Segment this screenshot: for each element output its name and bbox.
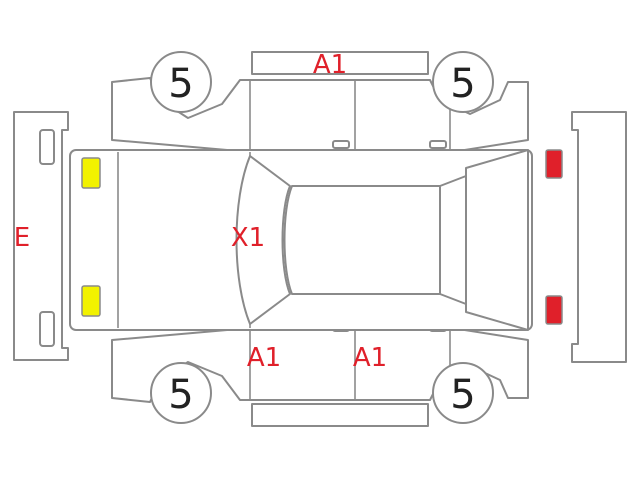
- right-door-strip: [251, 51, 429, 75]
- tire-rear-left: 5: [432, 362, 494, 424]
- tire-grade-rear-right: 5: [450, 61, 475, 107]
- tire-grade-front-right: 5: [168, 61, 193, 107]
- tire-rear-right: 5: [432, 51, 494, 113]
- tire-front-left: 5: [150, 362, 212, 424]
- code-rear-left-door: A1: [353, 343, 387, 373]
- code-hood: X1: [231, 223, 265, 253]
- tire-grade-rear-left: 5: [450, 372, 475, 418]
- code-front-bumper: E: [14, 223, 30, 253]
- front-bumper: [13, 111, 69, 361]
- front-lamp-lower: [81, 285, 101, 317]
- rear-lamp-lower: [545, 295, 563, 325]
- tire-grade-front-left: 5: [168, 372, 193, 418]
- rear-bumper: [571, 111, 627, 363]
- rear-lamp-upper: [545, 149, 563, 179]
- top-view-body: [69, 149, 533, 331]
- tire-front-right: 5: [150, 51, 212, 113]
- code-right-doors: A1: [313, 50, 347, 80]
- code-front-left-door: A1: [247, 343, 281, 373]
- front-lamp-upper: [81, 157, 101, 189]
- left-door-strip: [251, 403, 429, 427]
